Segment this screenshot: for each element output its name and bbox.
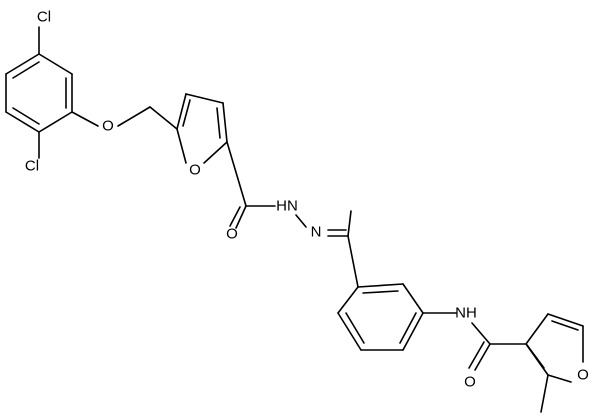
bond [182, 99, 191, 127]
bond [357, 283, 404, 288]
bond [216, 107, 221, 139]
bond [471, 322, 491, 345]
hydrazide-nitrogen-label: HN [276, 198, 298, 215]
bond [345, 312, 365, 344]
furan-oxygen-label: O [577, 367, 589, 384]
imine-nitrogen-label: N [311, 224, 322, 241]
bond [547, 313, 584, 327]
furan-oxygen-label: O [189, 162, 201, 179]
bond-lines [5, 26, 584, 413]
bond [176, 93, 187, 130]
bond [117, 106, 151, 127]
bond [347, 210, 352, 237]
carbonyl-oxygen-label: O [226, 226, 238, 243]
ether-oxygen-label: O [102, 118, 114, 135]
atom-labels: Cl Cl O O O HN N NH O O [25, 9, 589, 391]
bond [222, 102, 228, 143]
amide-nitrogen-label: NH [455, 305, 477, 322]
bond [12, 107, 40, 125]
bond [525, 313, 549, 345]
bond [203, 141, 228, 164]
bond [402, 312, 424, 351]
bond [474, 343, 491, 371]
chlorine-atom-label: Cl [25, 158, 39, 175]
bond [185, 93, 224, 104]
bond [402, 283, 424, 314]
bond [5, 53, 40, 75]
bond [12, 61, 40, 79]
bond [551, 320, 579, 331]
bond [526, 344, 545, 369]
bond [229, 206, 241, 227]
bond [337, 312, 362, 351]
bond [540, 374, 549, 413]
bond [547, 374, 572, 383]
bond [295, 214, 307, 228]
carbonyl-oxygen-label: O [464, 374, 476, 391]
chlorine-atom-label: Cl [37, 9, 51, 26]
bond [347, 235, 359, 288]
bond [226, 141, 247, 207]
bond [337, 286, 359, 314]
bond [5, 111, 40, 133]
bond [235, 205, 247, 229]
bond [38, 111, 73, 133]
bond [71, 111, 99, 127]
bond [399, 312, 417, 344]
bond [38, 53, 73, 75]
bond [468, 341, 485, 369]
bond [362, 290, 399, 294]
bond [149, 106, 178, 130]
bond [176, 128, 187, 164]
